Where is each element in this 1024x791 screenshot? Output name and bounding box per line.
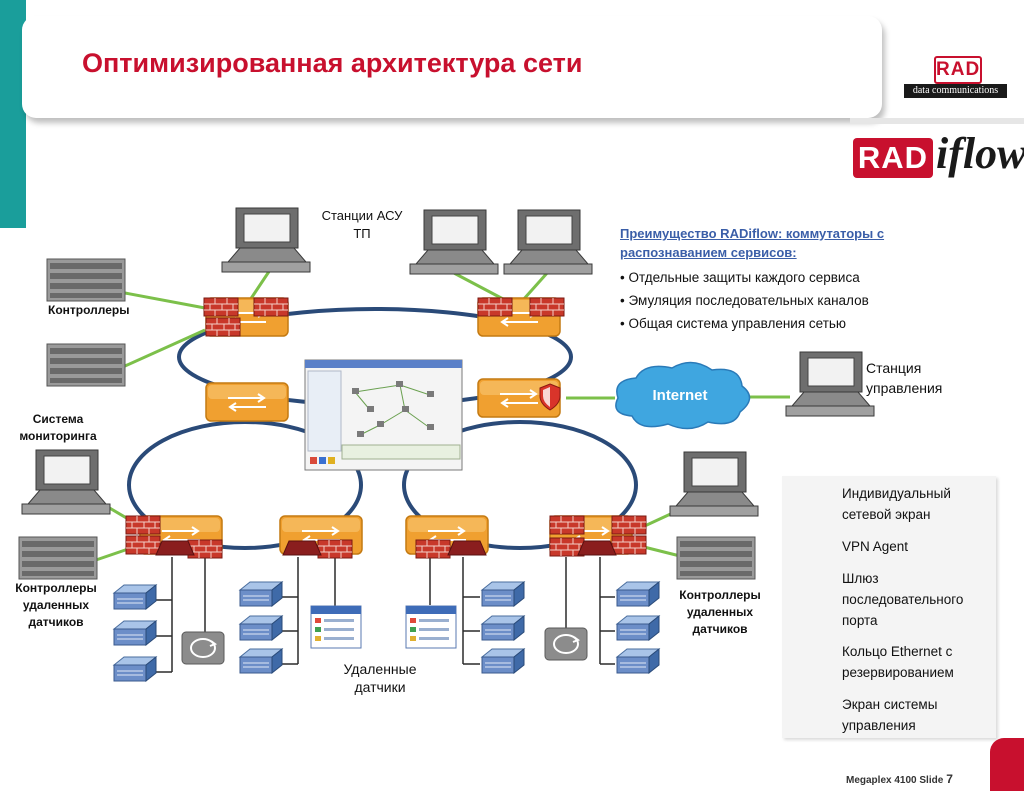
sensor-screen-icon [405, 605, 457, 649]
switch [205, 382, 289, 422]
firewall-icon [203, 297, 239, 317]
serial-gateway-icon [577, 540, 617, 556]
advantage-item-text: Общая система управления сетью [628, 316, 847, 331]
radiflow-logo-iflow: iflow [936, 129, 1024, 178]
pc-icon [221, 207, 311, 273]
firewall-icon [205, 317, 241, 337]
links [95, 269, 790, 562]
firewall-icon [529, 297, 565, 317]
page-title: Оптимизированная архитектура сети [82, 48, 583, 78]
corner-accent [990, 738, 1024, 791]
advantage-item: • Общая система управления сетью [620, 316, 847, 331]
firewall-icon [477, 297, 513, 317]
serial-gateway-icon [155, 540, 195, 556]
controller-rack-icon [18, 536, 98, 580]
page-number: 7 [946, 772, 953, 786]
advantage-item-text: Отдельные защиты каждого сервиса [628, 270, 860, 285]
legend-ring-text: Кольцо Ethernet с резервированием [842, 644, 954, 680]
ring-device-icon [544, 627, 588, 661]
firewall-icon [415, 539, 451, 559]
sensor-screen-icon [310, 605, 362, 649]
rad-logo-text: RAD [936, 59, 981, 80]
advantage-item: • Отдельные защиты каждого сервиса [620, 270, 860, 285]
serial-gateway-icon [447, 540, 487, 556]
controller-rack-icon [46, 343, 126, 387]
internet-cloud [615, 361, 751, 430]
remote-controllers-right-label: Контроллеры удаленных датчиков [679, 588, 761, 636]
pc-icon [21, 449, 111, 515]
advantage-item-text: Эмуляция последовательных каналов [628, 293, 869, 308]
legend-gateway-text: Шлюз последовательного порта [842, 571, 964, 628]
sensor-icon [616, 648, 660, 674]
management-screenshot [304, 359, 463, 471]
title-panel [22, 16, 882, 118]
sensor-icon [481, 615, 525, 641]
sensor-icon [113, 620, 157, 646]
sensor-wiring [156, 557, 615, 673]
sensor-icon [616, 581, 660, 607]
pc-icon [409, 209, 499, 275]
firewall-icon [253, 297, 289, 317]
remote-sensors-label: Удаленные датчики [343, 661, 417, 695]
sensor-icon [113, 584, 157, 610]
pc-icon [669, 451, 759, 517]
controller-rack-icon [676, 536, 756, 580]
legend-panel [782, 476, 996, 738]
remote-controllers-left-label: Контроллеры удаленных датчиков [15, 581, 97, 629]
stations-label: Станции АСУ ТП [321, 208, 403, 241]
accent-bar [0, 0, 26, 228]
controller-rack-icon [46, 258, 126, 302]
internet-label: Internet [652, 387, 708, 404]
legend-vpn-text: VPN Agent [842, 539, 909, 554]
rad-logo: RAD [934, 56, 982, 84]
lower-left-ring [127, 420, 363, 550]
ring-device-icon [181, 631, 225, 665]
legend-screen-text: Экран системы управления [842, 697, 938, 733]
advantage-item: • Эмуляция последовательных каналов [620, 293, 869, 308]
legend-firewall-text: Индивидуальный сетевой экран [842, 486, 951, 522]
sensor-icon [481, 581, 525, 607]
pc-icon [503, 209, 593, 275]
firewall-icon [125, 515, 161, 535]
radiflow-logo-rad-text: RAD [857, 140, 929, 175]
radiflow-logo-rad: RAD [853, 138, 933, 178]
monitoring-label: Система мониторинга [19, 412, 97, 443]
serial-gateway-icon [282, 540, 322, 556]
rad-tagline: data communications [904, 84, 1007, 98]
firewall-icon [317, 539, 353, 559]
pc-icon [785, 351, 875, 417]
firewall-icon [125, 535, 161, 555]
advantage-list: • Отдельные защиты каждого сервиса • Эму… [620, 266, 869, 335]
lower-right-ring [402, 420, 638, 550]
sensor-icon [616, 615, 660, 641]
firewall-icon [611, 515, 647, 535]
sensor-icon [239, 648, 283, 674]
footer-product: Megaplex 4100 Slide [846, 775, 944, 786]
logo-divider [850, 118, 1024, 124]
firewall-icon [549, 515, 585, 535]
sensor-icon [239, 581, 283, 607]
sensor-icon [113, 656, 157, 682]
firewall-icon [611, 535, 647, 555]
advantage-title: Преимущество RADiflow: коммутаторы с рас… [620, 226, 885, 260]
sensor-icon [481, 648, 525, 674]
management-station-label: Станция управления [866, 360, 943, 396]
controllers-label: Контроллеры [48, 303, 130, 317]
sensor-icon [239, 615, 283, 641]
